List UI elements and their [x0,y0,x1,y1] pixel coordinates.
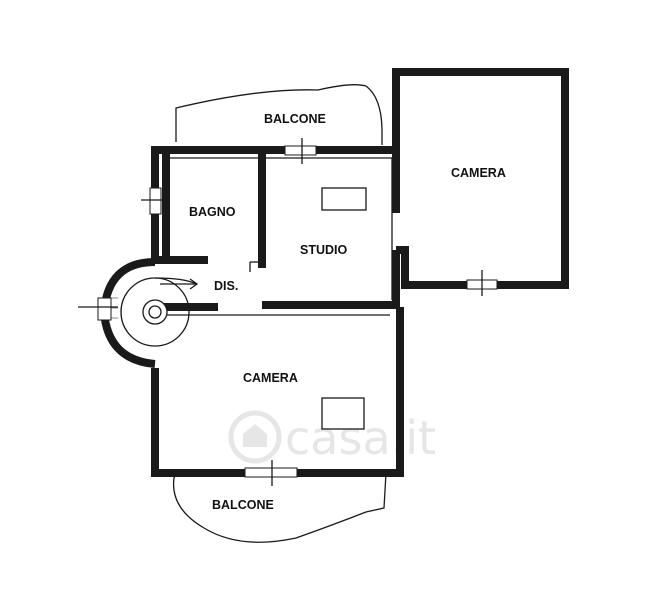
balcony-top [175,84,383,145]
wall-detail-lines [166,157,393,316]
studio-fixture [321,187,367,211]
label-bagno: BAGNO [189,205,236,219]
label-camera-main: CAMERA [243,371,298,385]
window-stair [78,297,118,321]
walls [99,68,569,477]
label-balcone-bottom: BALCONE [212,498,274,512]
window-balcone-top [284,138,317,164]
label-camera-right: CAMERA [451,166,506,180]
label-balcone-top: BALCONE [264,112,326,126]
spiral-staircase [106,277,199,347]
label-studio: STUDIO [300,243,348,257]
window-balcone-bottom [244,460,298,486]
balcony-bottom [172,472,387,543]
watermark-house-icon [228,410,282,464]
label-dis: DIS. [214,279,238,293]
window-bagno [141,187,170,215]
camera-fixture [321,397,365,430]
window-camera-right [466,270,498,296]
